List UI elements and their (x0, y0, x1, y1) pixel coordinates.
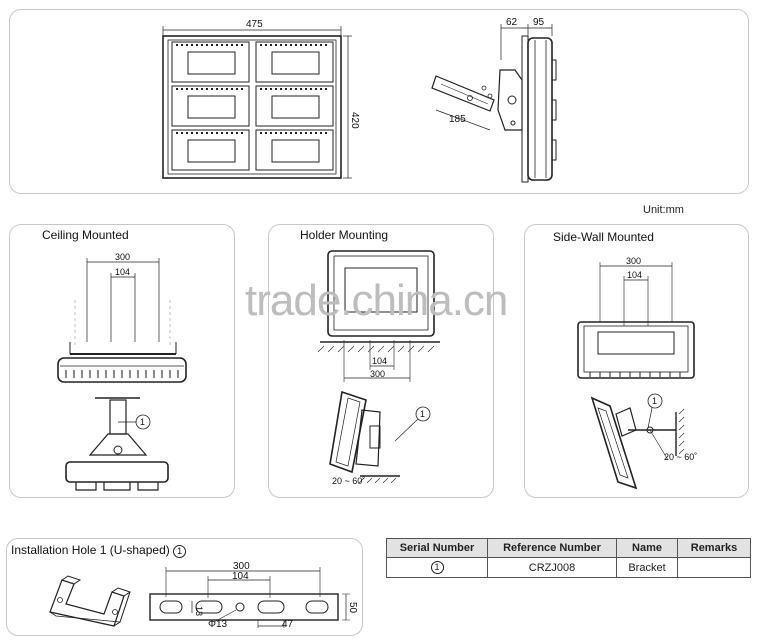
holder-mounting-panel (268, 224, 494, 498)
cell-serial: 1 (386, 557, 488, 578)
top-drawing-panel (9, 9, 749, 194)
holder-callout: 1 (420, 409, 425, 419)
sidewall-callout: 1 (652, 396, 657, 406)
ceiling-dim-outer: 300 (115, 252, 130, 262)
install-dim-300: 300 (233, 561, 250, 572)
install-dim-13: 13 (194, 606, 204, 616)
sidewall-dim-inner: 104 (627, 270, 642, 280)
unit-label: Unit:mm (643, 204, 684, 216)
install-dim-47: 47 (282, 619, 294, 630)
install-dim-phi13: Φ13 (208, 619, 228, 630)
installation-hole-callout: 1 (173, 545, 187, 558)
installation-hole-title: Installation Hole 1 (U-shaped) 1 (11, 543, 187, 558)
width-dim-label: 475 (246, 19, 263, 30)
cell-name: Bracket (616, 557, 678, 578)
installation-hole-title-text: Installation Hole 1 (U-shaped) (11, 543, 170, 557)
side-bracket-label: 185 (449, 114, 466, 125)
holder-mounting-title: Holder Mounting (300, 228, 389, 242)
header-name: Name (616, 538, 678, 558)
header-reference-number: Reference Number (487, 538, 617, 558)
led-module-grid (171, 41, 334, 171)
holder-dim-inner: 104 (372, 356, 387, 366)
ceiling-dim-inner: 104 (115, 267, 130, 277)
side-wall-mounted-panel (524, 224, 749, 498)
sidewall-dim-outer: 300 (626, 256, 641, 266)
cell-remarks (677, 557, 751, 578)
side-wall-mounted-title: Side-Wall Mounted (553, 230, 654, 244)
holder-angle: 20 ~ 60˚ (332, 476, 365, 486)
watermark-text: trade.china.cn (245, 276, 508, 325)
header-serial-number: Serial Number (386, 538, 488, 558)
side-view (431, 24, 557, 183)
ceiling-mounted-panel (9, 224, 235, 498)
cell-reference: CRZJ008 (487, 557, 617, 578)
side-depth-label: 62 (506, 17, 518, 28)
side-body-label: 95 (533, 17, 545, 28)
holder-dim-outer: 300 (370, 369, 385, 379)
ceiling-mounted-title: Ceiling Mounted (42, 228, 129, 242)
install-dim-104: 104 (232, 571, 249, 582)
height-dim-label: 420 (349, 112, 360, 129)
sidewall-angle: 20 ~ 60˚ (664, 452, 697, 462)
ceiling-callout: 1 (140, 417, 145, 427)
table-row: 1 CRZJ008 Bracket (386, 557, 751, 578)
parts-table: Serial Number Reference Number Name Rema… (386, 538, 751, 578)
serial-circle: 1 (430, 561, 444, 574)
table-header-row: Serial Number Reference Number Name Rema… (386, 538, 751, 558)
front-view (162, 26, 352, 179)
header-remarks: Remarks (677, 538, 751, 558)
install-dim-50: 50 (347, 602, 358, 614)
